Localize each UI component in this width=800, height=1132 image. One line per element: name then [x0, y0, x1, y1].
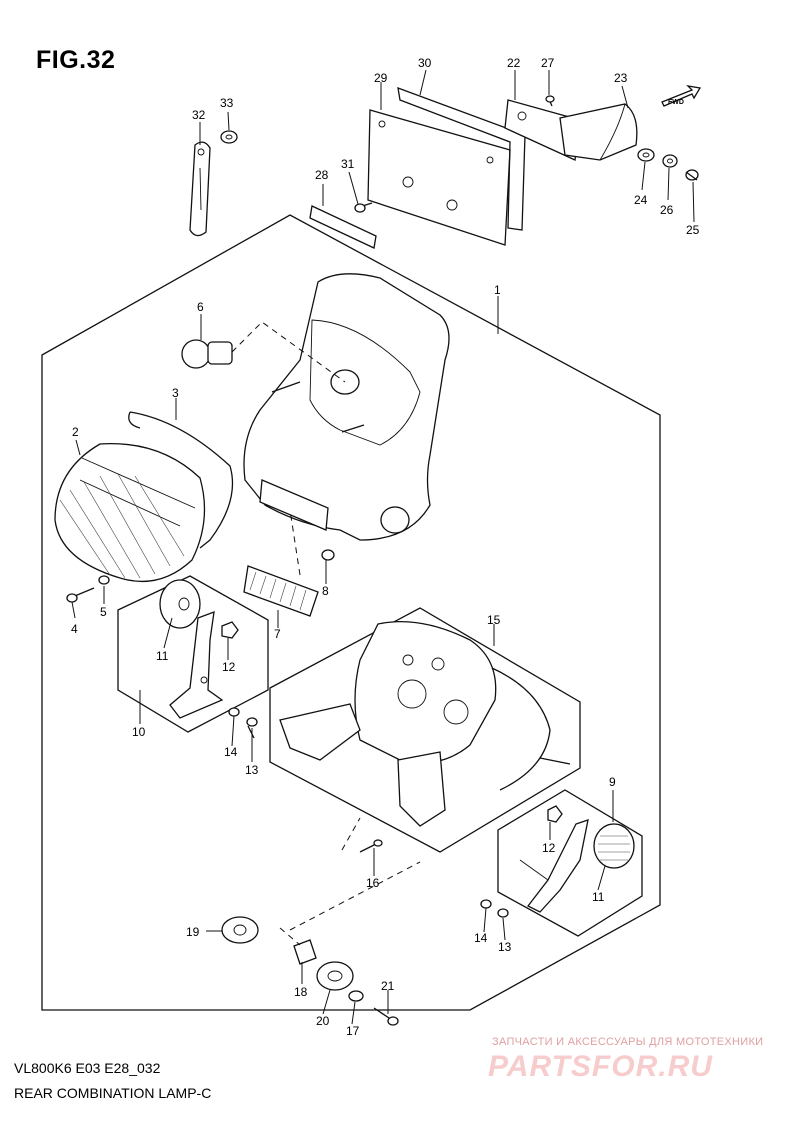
- bracket-right: [519, 819, 589, 913]
- reflector-7: [243, 509, 319, 617]
- callout-28: 28: [315, 168, 329, 182]
- callout-numbers: 1 2 3 4 5 6 7 8 9 10 11 11 12 12 13 13 1…: [71, 56, 700, 1038]
- callout-29: 29: [374, 71, 388, 85]
- washer-14-left: [228, 707, 240, 717]
- bolt-13-right: [497, 908, 509, 918]
- callout-13-left: 13: [245, 763, 259, 777]
- subgroup-frame-9: [497, 789, 643, 937]
- callout-4: 4: [71, 622, 78, 636]
- screw-31: [354, 202, 373, 213]
- callout-12-left: 12: [222, 660, 236, 674]
- callout-25: 25: [686, 223, 700, 237]
- socket-11-left: [159, 579, 201, 629]
- callout-19: 19: [186, 925, 200, 939]
- callout-16: 16: [366, 876, 380, 890]
- license-lamp-bracket-22: [504, 99, 581, 161]
- nut-24: [637, 148, 655, 162]
- callout-14-left: 14: [224, 745, 238, 759]
- figure-model-code: VL800K6 E03 E28_032: [14, 1060, 161, 1076]
- callout-8: 8: [322, 584, 329, 598]
- callout-14-right: 14: [474, 931, 488, 945]
- subgroup-frame-15: [269, 607, 581, 853]
- screw-4: [66, 587, 95, 603]
- assembly-line: [289, 861, 421, 931]
- mounting-bracket-15: [279, 621, 571, 827]
- callout-15: 15: [487, 613, 501, 627]
- callout-27: 27: [541, 56, 555, 70]
- callout-17: 17: [346, 1024, 360, 1038]
- washer-26: [662, 154, 678, 168]
- reflector-28: [309, 205, 377, 249]
- socket-11-right: [593, 823, 635, 869]
- washer-33: [220, 130, 238, 144]
- assembly-frame-1: [41, 214, 661, 1011]
- watermark-tagline: ЗАПЧАСТИ И АКСЕССУАРЫ ДЛЯ МОТОТЕХНИКИ: [492, 1036, 764, 1048]
- bolt-16: [341, 817, 383, 853]
- callout-3: 3: [172, 386, 179, 400]
- callout-26: 26: [660, 203, 674, 217]
- callout-22: 22: [507, 56, 521, 70]
- callout-21: 21: [381, 979, 395, 993]
- stay-32: [189, 141, 211, 237]
- callout-11-left: 11: [156, 649, 169, 663]
- callout-9: 9: [609, 775, 616, 789]
- bracket-left: [169, 611, 224, 719]
- figure-title: FIG.32: [36, 46, 116, 74]
- screw-25: [685, 169, 699, 181]
- cushion-19: [221, 916, 259, 944]
- callout-31: 31: [341, 157, 355, 171]
- nut-12-right: [547, 805, 563, 823]
- leader-lines: [71, 69, 695, 1025]
- nut-12-left: [221, 621, 239, 639]
- bolt-27: [545, 95, 555, 107]
- callout-12-right: 12: [542, 841, 556, 855]
- bulb-6: [181, 321, 346, 383]
- callout-6: 6: [197, 300, 204, 314]
- watermark-logo: PARTSFOR.RU: [488, 1050, 713, 1083]
- callout-23: 23: [614, 71, 628, 85]
- license-lamp-23: [559, 103, 638, 161]
- callout-18: 18: [294, 985, 308, 999]
- fwd-label: FWD: [668, 99, 684, 106]
- washer-5: [98, 575, 110, 585]
- callout-24: 24: [634, 193, 648, 207]
- callout-30: 30: [418, 56, 432, 70]
- callout-5: 5: [100, 605, 107, 619]
- washer-17: [348, 990, 364, 1002]
- fwd-arrow-icon: FWD: [661, 85, 702, 107]
- grommet-20: [316, 961, 354, 991]
- nut-8: [321, 549, 335, 561]
- subgroup-frame-10: [117, 575, 269, 733]
- license-plate-bracket-29: [367, 109, 511, 246]
- callout-33: 33: [220, 96, 234, 110]
- figure-name: REAR COMBINATION LAMP-C: [14, 1085, 212, 1101]
- bolt-13-left: [246, 717, 258, 739]
- callout-20: 20: [316, 1014, 330, 1028]
- callout-1: 1: [494, 283, 501, 297]
- collar-18: [279, 927, 317, 965]
- lens-2: [54, 442, 206, 583]
- lamp-housing-1: [243, 273, 450, 541]
- washer-14-right: [480, 899, 492, 909]
- callout-7: 7: [274, 627, 281, 641]
- callout-11-right: 11: [592, 890, 605, 904]
- callout-2: 2: [72, 425, 79, 439]
- callout-32: 32: [192, 108, 206, 122]
- callout-13-right: 13: [498, 940, 512, 954]
- callout-10: 10: [132, 725, 146, 739]
- bolt-21: [373, 1007, 399, 1026]
- gasket-3: [128, 411, 234, 549]
